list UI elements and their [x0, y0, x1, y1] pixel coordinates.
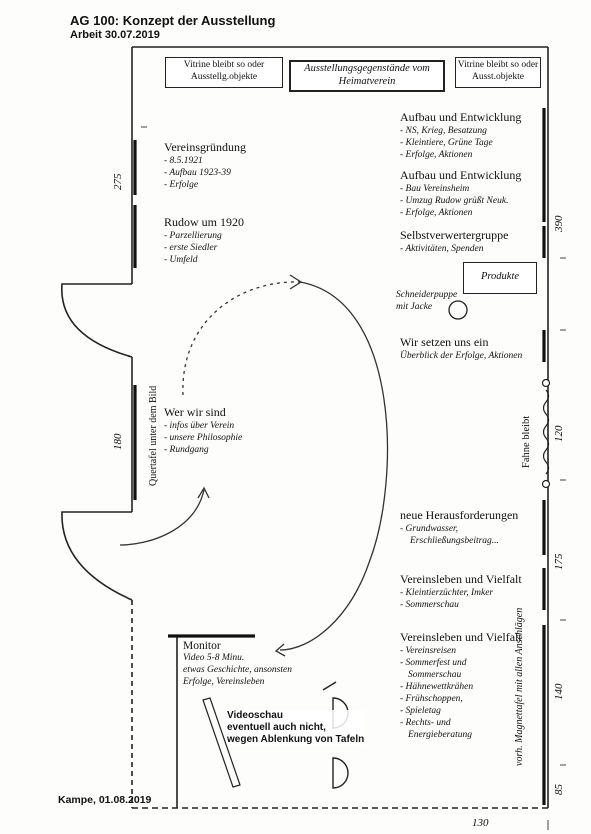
- section-title: Selbstverwertergruppe: [400, 228, 509, 242]
- videoschau-note: Videoschau eventuell auch nicht, wegen A…: [227, 710, 365, 746]
- center-exhibit-box: Ausstellungsgegenstände vom Heimatverein: [289, 60, 445, 92]
- section-vereinsgruendung: Vereinsgründung - 8.5.1921 - Aufbau 1923…: [164, 140, 246, 191]
- flag-marker-bottom: [541, 479, 551, 489]
- page-subtitle: Arbeit 30.07.2019: [70, 29, 160, 41]
- list-item: - Kleintiere, Grüne Tage: [400, 138, 493, 148]
- measure-390: 390: [553, 215, 565, 233]
- section-title: Monitor: [183, 640, 221, 652]
- page-title: AG 100: Konzept der Ausstellung: [70, 13, 276, 28]
- measure-130: 130: [472, 817, 489, 829]
- flag-wavy-line: [542, 389, 550, 475]
- section-aufbau-2: Aufbau und Entwicklung - Bau Vereinsheim…: [400, 168, 521, 219]
- videoschau-line: Videoschau: [227, 710, 283, 721]
- footer-date: Kampe, 01.08.2019: [58, 794, 152, 806]
- list-item: Sommerschau: [408, 670, 462, 680]
- list-item: Video 5-8 Minu.: [183, 653, 245, 663]
- produkte-box: Produkte: [463, 262, 537, 294]
- list-item: - Parzellierung: [164, 231, 222, 241]
- section-title: Aufbau und Entwicklung: [400, 168, 522, 182]
- measure-140: 140: [553, 683, 565, 701]
- path-arrow-entry: [119, 489, 205, 546]
- section-selbstverwerter: Selbstverwertergruppe - Aktivitäten, Spe…: [400, 228, 508, 255]
- measure-180: 180: [112, 433, 124, 451]
- section-wir-setzen: Wir setzen uns ein Überblick der Erfolge…: [400, 335, 522, 362]
- list-item: Erfolge, Vereinsleben: [183, 677, 265, 687]
- measure-175: 175: [553, 553, 565, 571]
- magnettafel-label-1: vorh. Magnettafel mit allen Anschlägen: [514, 607, 525, 766]
- left-vitrine-box: Vitrine bleibt so oder Ausstellg.objekte: [165, 57, 283, 88]
- list-item: - erste Siedler: [164, 243, 218, 253]
- section-herausforderungen: neue Herausforderungen - Grundwasser, Er…: [400, 508, 518, 547]
- list-item: - Erfolge: [164, 180, 199, 190]
- arrowhead-entry: [197, 486, 210, 499]
- schneiderpuppe-label: Schneiderpuppe mit Jacke: [396, 290, 458, 312]
- table-mark: [322, 681, 337, 691]
- videoschau-line: wegen Ablenkung von Tafeln: [227, 734, 365, 745]
- list-item: - Hähnewettkrähen: [400, 682, 474, 692]
- video-screen: [202, 697, 241, 788]
- list-item: - unsere Philosophie: [164, 433, 243, 443]
- list-item: - Umfeld: [164, 255, 198, 265]
- list-item: - Bau Vereinsheim: [400, 184, 470, 194]
- list-item: Erschließungsbeitrag...: [410, 536, 499, 546]
- section-title: Wir setzen uns ein: [400, 335, 489, 349]
- section-monitor: Monitor Video 5-8 Minu. etwas Geschichte…: [183, 640, 292, 688]
- list-item: Überblick der Erfolge, Aktionen: [400, 351, 523, 361]
- list-item: - Grundwasser,: [400, 524, 459, 534]
- list-item: - Vereinsreisen: [400, 646, 457, 656]
- list-item: - NS, Krieg, Besatzung: [400, 126, 487, 136]
- videoschau-line: eventuell auch nicht,: [227, 722, 326, 733]
- section-title: Aufbau und Entwicklung: [400, 110, 522, 124]
- arrowhead-lower: [274, 643, 286, 657]
- list-item: Energieberatung: [408, 730, 473, 740]
- list-item: - Rechts- und: [400, 718, 451, 728]
- measure-275: 275: [112, 173, 124, 191]
- section-vielfalt-1: Vereinsleben und Vielfalt - Kleintierzüc…: [400, 572, 522, 611]
- list-item: - Rundgang: [164, 445, 209, 455]
- list-item: - Sommerfest und: [400, 658, 467, 668]
- path-loop: [279, 281, 389, 651]
- upper-door: [61, 283, 133, 358]
- list-item: etwas Geschichte, ansonsten: [183, 665, 292, 675]
- section-title: Rudow um 1920: [164, 215, 245, 229]
- list-item: - Kleintierzüchter, Imker: [400, 588, 494, 598]
- mannequin-circle: [448, 300, 468, 320]
- section-rudow-1920: Rudow um 1920 - Parzellierung - erste Si…: [164, 215, 244, 266]
- right-vitrine-box: Vitrine bleibt so oder Ausst.objekte: [455, 57, 541, 88]
- section-vielfalt-2: Vereinsleben und Vielfalt - Vereinsreise…: [400, 630, 522, 741]
- section-title: Wer wir sind: [164, 405, 226, 419]
- section-aufbau-1: Aufbau und Entwicklung - NS, Krieg, Besa…: [400, 110, 521, 161]
- lower-door: [61, 511, 133, 601]
- list-item: - Umzug Rudow grüßt Neuk.: [400, 196, 509, 206]
- section-wer-wir-sind: Wer wir sind - infos über Verein - unser…: [164, 405, 242, 456]
- list-item: - Frühschoppen,: [400, 694, 463, 704]
- list-item: - Aufbau 1923-39: [164, 168, 231, 178]
- list-item: - Erfolge, Aktionen: [400, 150, 473, 160]
- flag-marker-top: [541, 378, 551, 388]
- list-item: - Aktivitäten, Spenden: [400, 244, 484, 254]
- list-item: - 8.5.1921: [164, 156, 203, 166]
- section-title: Vereinsgründung: [164, 140, 246, 154]
- list-item: - Spieletag: [400, 706, 441, 716]
- path-arrow-upper: [182, 281, 301, 396]
- table-2: [332, 757, 349, 789]
- list-item: - Sommerschau: [400, 600, 459, 610]
- measure-120: 120: [553, 425, 565, 443]
- section-title: neue Herausforderungen: [400, 508, 519, 522]
- list-item: - infos über Verein: [164, 421, 235, 431]
- section-title: Vereinsleben und Vielfalt: [400, 572, 522, 586]
- list-item: - Erfolge, Aktionen: [400, 208, 473, 218]
- fahne-label: Fahne bleibt: [521, 415, 532, 468]
- quertafel-label: Quertafel unter dem Bild: [148, 385, 159, 486]
- measure-85: 85: [553, 784, 565, 795]
- section-title: Vereinsleben und Vielfalt: [400, 630, 522, 644]
